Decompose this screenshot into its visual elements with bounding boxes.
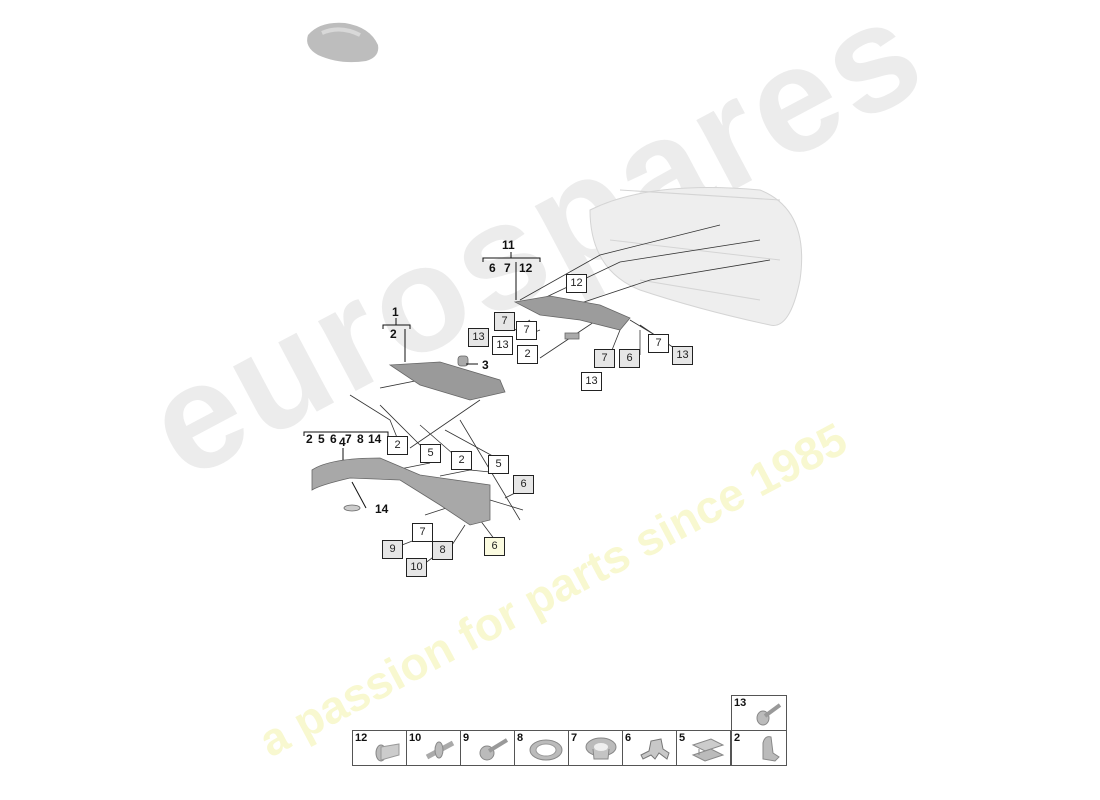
callout-7[interactable]: 7 xyxy=(516,321,537,340)
part-3 xyxy=(457,355,469,367)
grommet-icon xyxy=(585,737,617,760)
label-part-14: 14 xyxy=(375,502,389,516)
callout-6[interactable]: 6 xyxy=(484,537,505,556)
trim-panel-lower xyxy=(311,457,491,526)
label-part-4: 4 xyxy=(339,435,346,449)
label-sub-2: 2 xyxy=(390,327,397,341)
callout-7[interactable]: 7 xyxy=(648,334,669,353)
callout-10[interactable]: 10 xyxy=(406,558,427,577)
parts-diagram xyxy=(303,187,803,565)
stud-bolt-icon xyxy=(425,740,455,760)
label-part-11: 11 xyxy=(502,238,515,252)
callout-5[interactable]: 5 xyxy=(420,444,441,463)
callout-13[interactable]: 13 xyxy=(468,328,489,347)
callout-2[interactable]: 2 xyxy=(451,451,472,470)
callout-6[interactable]: 6 xyxy=(619,349,640,368)
callout-12[interactable]: 12 xyxy=(566,274,587,293)
legend-cell-13[interactable]: 13 xyxy=(731,695,787,731)
label-sub-5: 5 xyxy=(318,432,325,446)
callout-2[interactable]: 2 xyxy=(387,436,408,455)
bolt-with-washer-icon xyxy=(756,703,782,726)
label-sub-6: 6 xyxy=(489,261,496,275)
callout-13[interactable]: 13 xyxy=(581,372,602,391)
bracket-assembly xyxy=(513,295,631,340)
legend-cell-7[interactable]: 7 xyxy=(568,730,623,766)
header-brackets xyxy=(303,252,541,509)
callout-13[interactable]: 13 xyxy=(492,336,513,355)
callout-7[interactable]: 7 xyxy=(494,312,515,331)
expansion-rivet-icon xyxy=(375,743,400,762)
legend-cell-10[interactable]: 10 xyxy=(406,730,461,766)
label-sub-7: 7 xyxy=(504,261,511,275)
callout-6[interactable]: 6 xyxy=(513,475,534,494)
car-thumbnail-icon xyxy=(307,22,379,63)
callout-9[interactable]: 9 xyxy=(382,540,403,559)
screw-icon xyxy=(479,738,509,761)
legend-cell-5[interactable]: 5 xyxy=(676,730,731,766)
clip-icon xyxy=(640,738,670,760)
trim-panel-upper xyxy=(388,355,506,401)
washer-ring-icon xyxy=(529,739,563,761)
legend-cell-6[interactable]: 6 xyxy=(622,730,677,766)
label-part-3: 3 xyxy=(482,358,489,372)
callout-5[interactable]: 5 xyxy=(488,455,509,474)
part-14 xyxy=(343,504,361,512)
legend-cell-9[interactable]: 9 xyxy=(460,730,515,766)
callout-7[interactable]: 7 xyxy=(594,349,615,368)
label-sub-6: 6 xyxy=(330,432,337,446)
label-sub-8: 8 xyxy=(357,432,364,446)
callout-2[interactable]: 2 xyxy=(517,345,538,364)
legend-cell-8[interactable]: 8 xyxy=(514,730,569,766)
legend-cell-12[interactable]: 12 xyxy=(352,730,407,766)
label-part-1: 1 xyxy=(392,305,399,319)
background-vehicle-frame xyxy=(589,187,803,326)
callout-7[interactable]: 7 xyxy=(412,523,433,542)
label-sub-7: 7 xyxy=(345,432,352,446)
label-sub-14: 14 xyxy=(368,432,382,446)
retaining-clip-icon xyxy=(762,736,780,762)
callout-13[interactable]: 13 xyxy=(672,346,693,365)
legend-cell-2[interactable]: 2 xyxy=(731,730,787,766)
label-sub-12: 12 xyxy=(519,261,533,275)
spring-nut-icon xyxy=(691,738,725,762)
callout-8[interactable]: 8 xyxy=(432,541,453,560)
label-sub-2: 2 xyxy=(306,432,313,446)
